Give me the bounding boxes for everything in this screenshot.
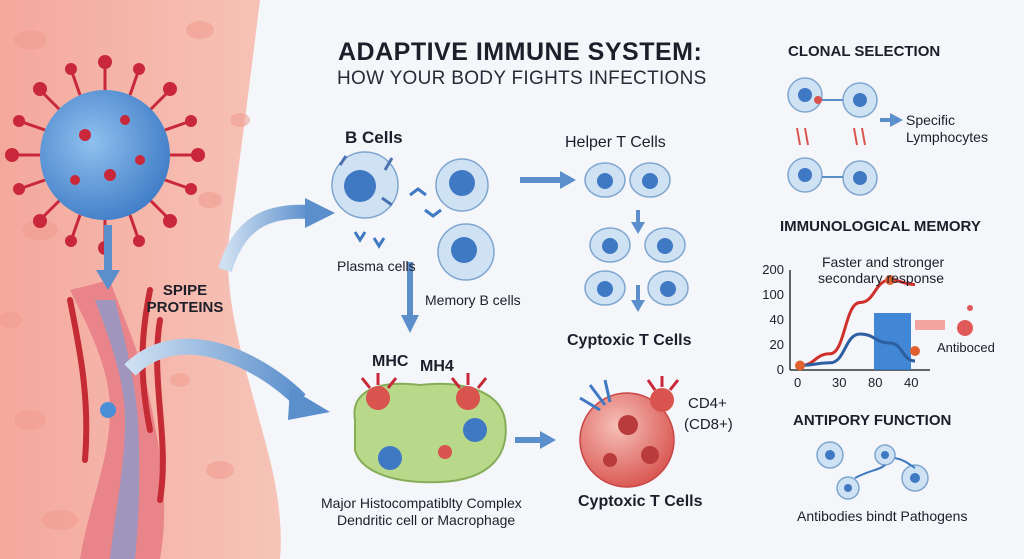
clonal-result-line1: Specific: [906, 112, 956, 128]
mh4-label: MH4: [420, 358, 454, 375]
page-title: ADAPTIVE IMMUNE SYSTEM:: [338, 38, 703, 66]
antibody-icon: [915, 305, 973, 336]
cytotoxic-t-cells-label-top: Cyptoxic T Cells: [567, 332, 692, 349]
memory-b-cells-label: Memory B cells: [425, 292, 521, 308]
b-cell-group: [331, 151, 495, 281]
y-tick-label: 20: [769, 337, 784, 352]
dendritic-cell-icon: [353, 373, 507, 484]
y-tick-label: 200: [762, 262, 784, 277]
helper-t-cells-label: Helper T Cells: [565, 134, 666, 151]
helper-t-cell-group: [584, 162, 689, 306]
mhc-label: MHC: [372, 353, 409, 370]
x-tick-label: 80: [868, 375, 883, 390]
x-tick-label: 40: [904, 375, 919, 390]
memory-annotation-line2: secondary response: [818, 270, 945, 286]
chart-point: [885, 275, 895, 285]
chart-point: [795, 360, 805, 371]
plasma-cells-label: Plasma cells: [337, 258, 416, 274]
virus-small-icon: [100, 402, 116, 418]
spike-proteins-label: SPIPE PROTEINS: [146, 282, 224, 316]
antibody-function-caption: Antibodies bindt Pathogens: [797, 508, 968, 524]
immunological-memory-heading: IMMUNOLOGICAL MEMORY: [780, 218, 981, 235]
page-subtitle: HOW YOUR BODY FIGHTS INFECTIONS: [337, 68, 707, 89]
clonal-selection-diagram: [787, 77, 878, 196]
dendritic-cell-label: Dendritic cell or Macrophage: [337, 512, 516, 528]
x-tick-label: 30: [832, 375, 847, 390]
memory-chart: [789, 270, 930, 371]
series-line-primary: [799, 332, 916, 367]
y-tick-label: 40: [769, 312, 784, 327]
chart-point: [910, 346, 920, 356]
cytotoxic-t-cell-icon: [579, 376, 680, 488]
virus-icon: [5, 55, 205, 255]
cytotoxic-t-cells-label-bottom: Cyptoxic T Cells: [578, 493, 703, 510]
memory-annotation-line1: Faster and stronger: [822, 254, 945, 270]
major-histocompatibility-label: Major Histocompatiblty Complex: [321, 495, 522, 511]
antibody-label: Antiboced: [937, 340, 995, 355]
y-tick-label: 100: [762, 287, 784, 302]
cd4-label: CD4+: [688, 395, 727, 412]
antibody-function-diagram: [816, 441, 929, 500]
cd8-label: (CD8+): [684, 416, 733, 433]
blood-vessel: [70, 280, 165, 559]
clonal-selection-heading: CLONAL SELECTION: [788, 43, 941, 60]
antibody-function-heading: ANTIPORY FUNCTION: [793, 412, 952, 429]
tissue-cells: [0, 21, 250, 530]
x-tick-label: 0: [794, 375, 802, 390]
series-line-secondary: [799, 278, 916, 367]
clonal-result-line2: Lymphocytes: [906, 129, 988, 145]
y-tick-label: 0: [776, 362, 784, 377]
b-cells-label: B Cells: [345, 128, 403, 147]
